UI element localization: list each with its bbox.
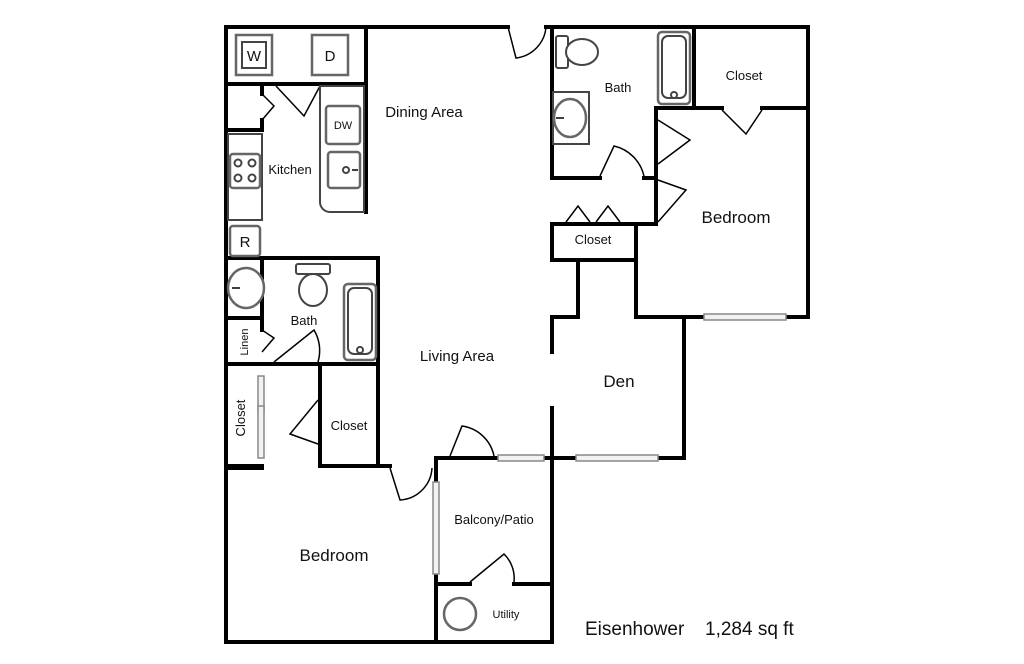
room-label-closet-top-right: Closet (726, 68, 763, 83)
plan-caption: Eisenhower 1,284 sq ft (585, 619, 794, 640)
room-label-bath-top: Bath (605, 80, 632, 95)
washer-icon (234, 33, 274, 77)
sink-icon (226, 266, 266, 310)
room-label-balcony: Balcony/Patio (454, 512, 534, 527)
room-label-closet-hall: Closet (575, 232, 612, 247)
bathtub-icon (656, 30, 692, 106)
plan-area: 1,284 sq ft (705, 619, 794, 640)
toilet-icon (555, 35, 599, 69)
dryer-label: D (325, 48, 336, 65)
sink-icon (552, 91, 590, 145)
bathtub-icon (342, 282, 378, 362)
room-label-den: Den (603, 372, 634, 391)
washer-label: W (247, 48, 262, 65)
dishwasher-label: DW (334, 120, 353, 132)
room-label-kitchen: Kitchen (268, 162, 311, 177)
water-heater-icon (442, 596, 478, 632)
room-label-bath-left: Bath (291, 313, 318, 328)
dryer-icon (310, 33, 350, 77)
room-label-linen: Linen (239, 329, 251, 356)
appliance-labels: W D DW R (240, 48, 353, 251)
windows (257, 313, 787, 575)
plan-name: Eisenhower (585, 619, 685, 640)
room-label-living: Living Area (420, 348, 495, 365)
toilet-icon (295, 263, 331, 307)
room-label-bedroom-right: Bedroom (702, 208, 771, 227)
room-label-bedroom-left: Bedroom (300, 546, 369, 565)
room-labels: Dining Area Kitchen Bath Closet Bedroom … (233, 68, 770, 621)
doors (261, 26, 763, 583)
dishwasher-icon (324, 104, 362, 146)
room-label-utility: Utility (493, 609, 520, 621)
room-label-closet-left: Closet (331, 418, 368, 433)
room-label-closet-left-vertical: Closet (233, 399, 248, 436)
refrigerator-label: R (240, 234, 251, 251)
refrigerator-icon (228, 224, 262, 258)
room-label-dining: Dining Area (385, 104, 463, 121)
stove-icon (228, 152, 262, 190)
kitchen-sink-icon (326, 150, 362, 190)
fixtures (226, 30, 692, 632)
walls (224, 25, 810, 644)
